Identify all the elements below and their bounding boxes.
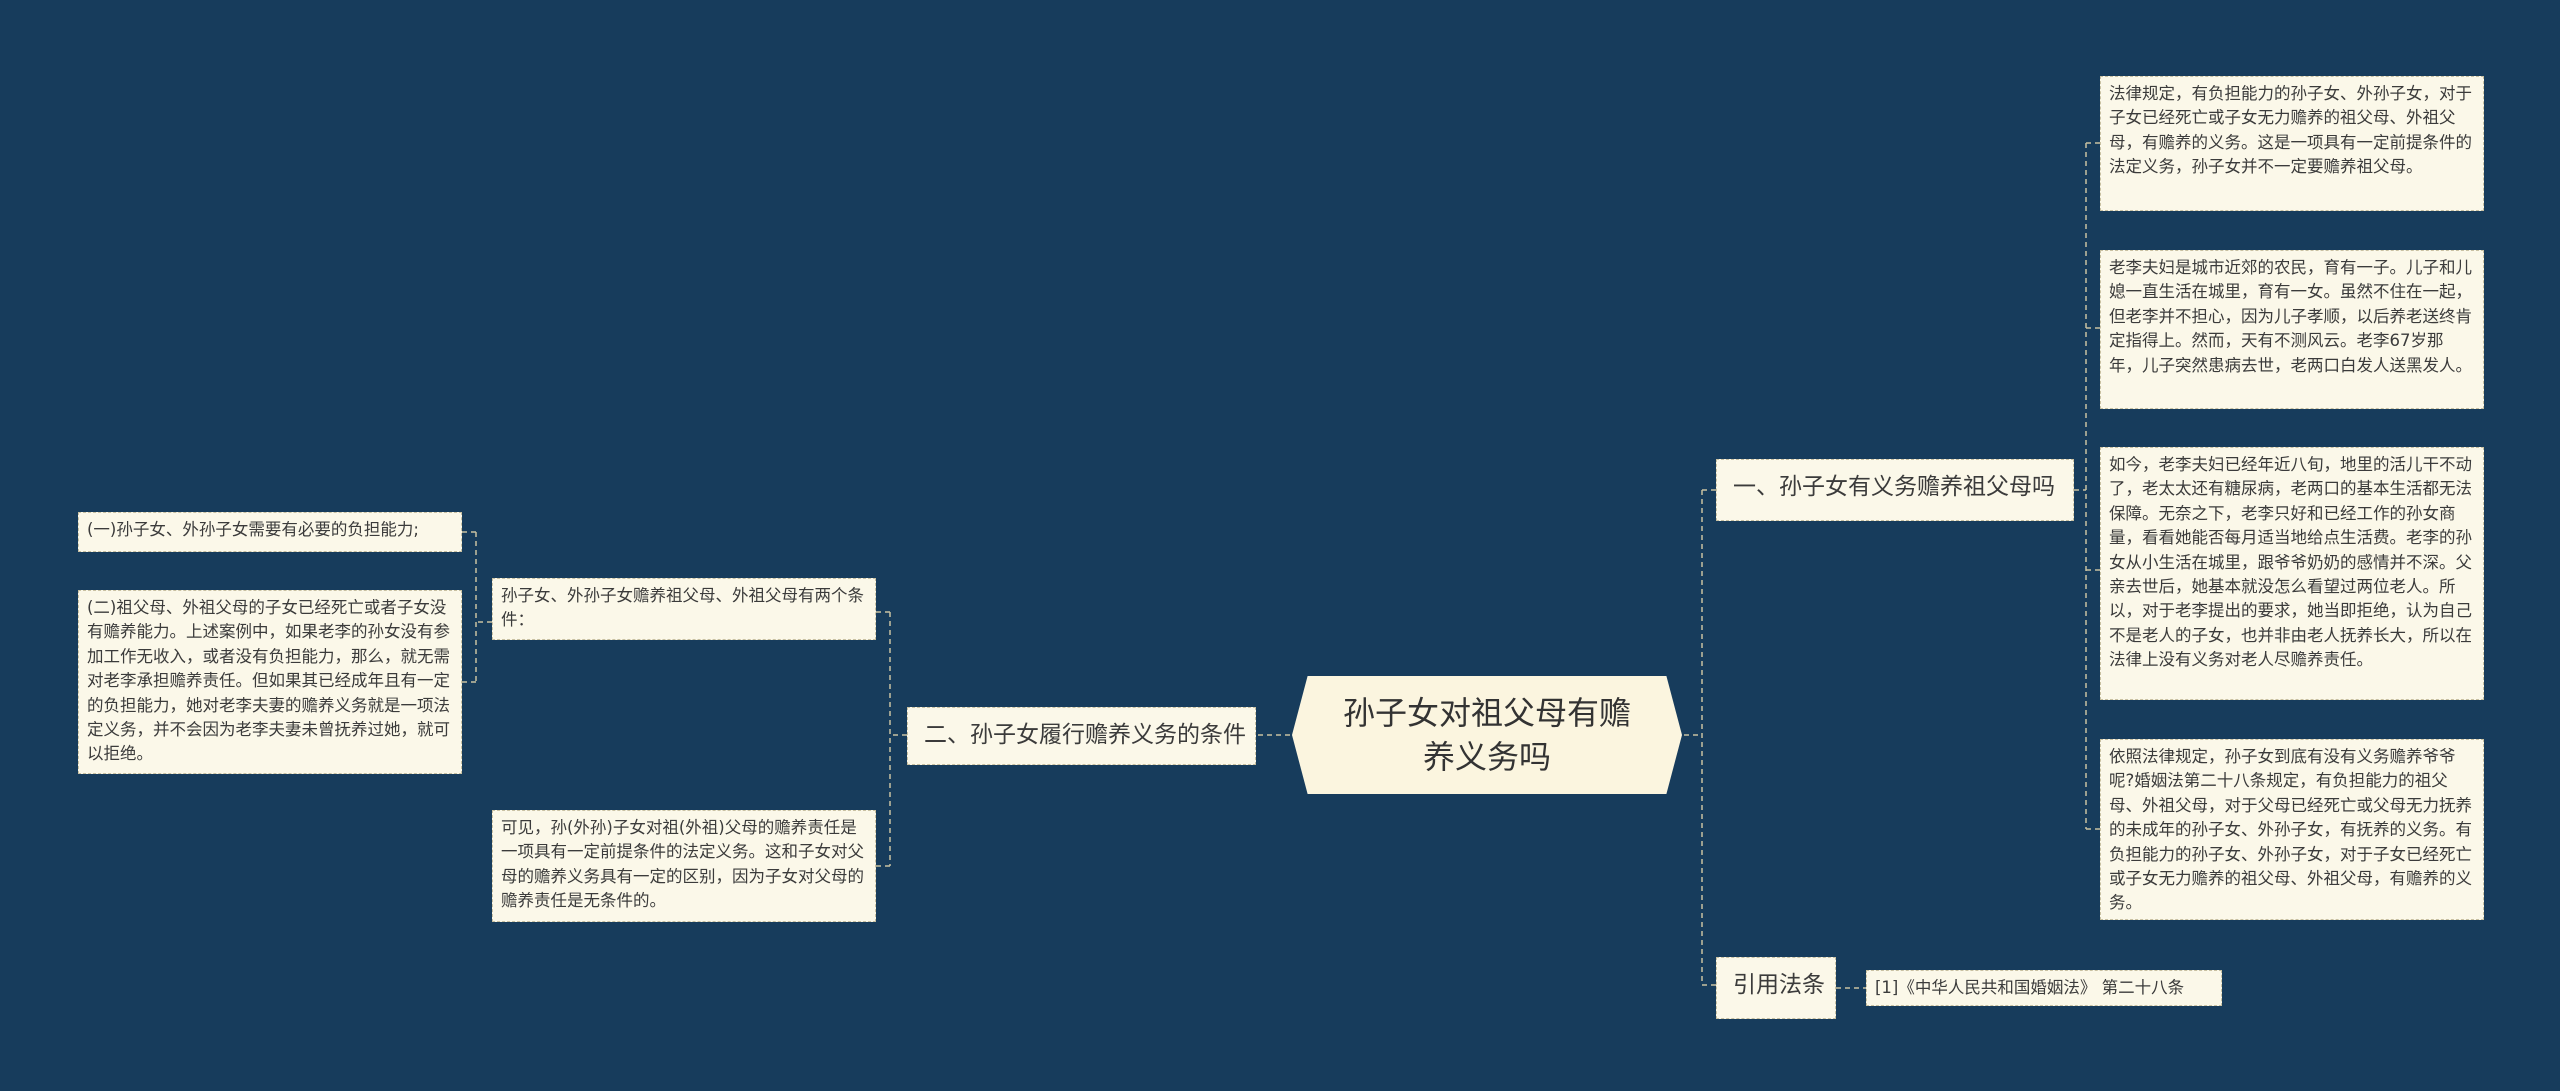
leaf-text: 依照法律规定，孙子女到底有没有义务赡养爷爷呢?婚姻法第二十八条规定，有负担能力的… [2109,747,2472,913]
leaf-cited-article[interactable]: [1]《中华人民共和国婚姻法》 第二十八条 [1866,970,2222,1006]
branch-label: 二、孙子女履行赡养义务的条件 [924,722,1246,748]
leaf-text: (一)孙子女、外孙子女需要有必要的负担能力; [87,520,419,539]
leaf-text: [1]《中华人民共和国婚姻法》 第二十八条 [1875,978,2185,997]
connector-branch1-leaves [2074,142,2100,830]
connector-subchildren [462,531,492,683]
leaf-text: 如今，老李夫妇已经年近八旬，地里的活儿干不动了，老太太还有糖尿病，老两口的基本生… [2109,455,2472,670]
leaf-text: (二)祖父母、外祖父母的子女已经死亡或者子女没有赡养能力。上述案例中，如果老李的… [87,598,450,764]
leaf-case-background[interactable]: 老李夫妇是城市近郊的农民，育有一子。儿子和儿媳一直生活在城里，育有一女。虽然不住… [2100,250,2484,409]
connector-root-right [1684,489,1716,986]
leaf-condition-one[interactable]: (一)孙子女、外孙子女需要有必要的负担能力; [78,512,462,552]
leaf-two-conditions[interactable]: 孙子女、外孙子女赡养祖父母、外祖父母有两个条件： [492,578,876,640]
leaf-legal-provision[interactable]: 法律规定，有负担能力的孙子女、外孙子女，对于子女已经死亡或子女无力赡养的祖父母、… [2100,76,2484,211]
leaf-text: 老李夫妇是城市近郊的农民，育有一子。儿子和儿媳一直生活在城里，育有一女。虽然不住… [2109,258,2472,375]
leaf-conclusion[interactable]: 可见，孙(外孙)子女对祖(外祖)父母的赡养责任是一项具有一定前提条件的法定义务。… [492,810,876,922]
leaf-text: 可见，孙(外孙)子女对祖(外祖)父母的赡养责任是一项具有一定前提条件的法定义务。… [501,818,864,911]
leaf-text: 孙子女、外孙子女赡养祖父母、外祖父母有两个条件： [501,586,864,630]
leaf-text: 法律规定，有负担能力的孙子女、外孙子女，对于子女已经死亡或子女无力赡养的祖父母、… [2109,84,2472,177]
branch-node-cited-law[interactable]: 引用法条 [1716,957,1836,1019]
root-node[interactable]: 孙子女对祖父母有赡养义务吗 [1292,676,1682,794]
leaf-condition-two[interactable]: (二)祖父母、外祖父母的子女已经死亡或者子女没有赡养能力。上述案例中，如果老李的… [78,590,462,774]
leaf-marriage-law[interactable]: 依照法律规定，孙子女到底有没有义务赡养爷爷呢?婚姻法第二十八条规定，有负担能力的… [2100,739,2484,920]
leaf-case-detail[interactable]: 如今，老李夫妇已经年近八旬，地里的活儿干不动了，老太太还有糖尿病，老两口的基本生… [2100,447,2484,700]
connector-branch3-children [876,611,907,867]
branch-label: 一、孙子女有义务赡养祖父母吗 [1733,474,2055,500]
branch-node-conditions[interactable]: 二、孙子女履行赡养义务的条件 [907,707,1256,765]
branch-label: 引用法条 [1733,972,1825,998]
root-title: 孙子女对祖父母有赡养义务吗 [1342,694,1631,776]
branch-node-obligation[interactable]: 一、孙子女有义务赡养祖父母吗 [1716,459,2074,521]
